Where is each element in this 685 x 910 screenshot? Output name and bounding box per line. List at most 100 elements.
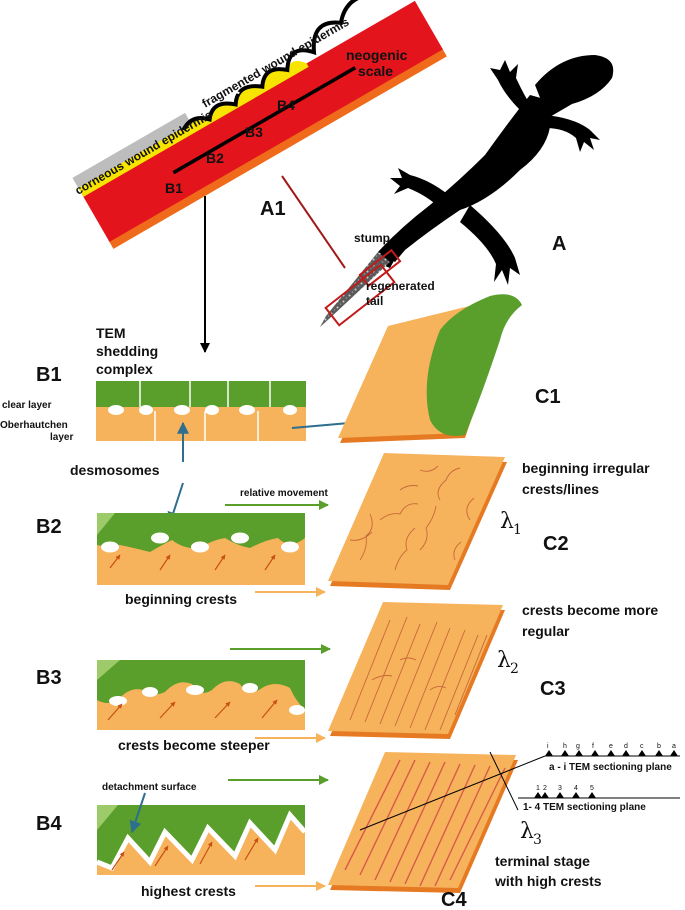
b1-desmosomes — [108, 405, 297, 415]
a1-scale-outline — [181, 0, 405, 131]
panel-c4-id: C4 — [441, 889, 467, 910]
label-neogenic-1: neogenic — [346, 47, 408, 63]
panel-c1: C1 — [338, 294, 561, 443]
b1-oberhautchen-2: layer — [50, 432, 73, 443]
plane-letter: i — [547, 743, 549, 750]
panel-c1-id: C1 — [535, 386, 561, 408]
b1-title-3: complex — [96, 361, 153, 377]
c4-plane-a-label: a - i TEM sectioning plane — [549, 762, 672, 773]
panel-a: stump regenerated tail A — [320, 55, 614, 327]
stage-b1-label: B1 — [165, 180, 183, 196]
panel-b3-id: B3 — [36, 667, 62, 689]
stage-b2-label: B2 — [206, 150, 224, 166]
panel-a1-id: A1 — [260, 198, 286, 220]
panel-b4-id: B4 — [36, 813, 62, 835]
line-a1-to-tail — [281, 175, 346, 269]
c4-plane-1-label: 1- 4 TEM sectioning plane — [523, 802, 646, 813]
c3-tan-plane — [328, 602, 503, 734]
b3-green-layer — [97, 660, 305, 710]
plane-letter: f — [592, 743, 594, 750]
b4-caption: highest crests — [141, 883, 236, 899]
panel-a1: corneous wound epidermis fragmented woun… — [72, 0, 447, 353]
b1-clear-layer: clear layer — [2, 400, 52, 411]
c3-lambda: λ — [497, 648, 511, 673]
panel-b1: B1 TEM shedding complex clear layer Ober… — [0, 325, 374, 525]
a1-orange-edge — [108, 47, 447, 249]
plane-number: 3 — [558, 785, 562, 792]
label-stump: stump — [354, 231, 390, 245]
plane-number: 5 — [590, 785, 594, 792]
c4-plane-1-4 — [489, 751, 519, 811]
b4-detachment-zigzag — [96, 810, 307, 872]
c2-tan-plane — [328, 453, 505, 585]
panel-b4: B4 detachment surface highest crests — [36, 775, 329, 899]
b3-desmosomes — [109, 683, 305, 715]
plane-letter: b — [657, 743, 661, 750]
lizard-silhouette — [375, 55, 614, 285]
b4-light-corner — [97, 805, 118, 830]
label-detachment: detachment surface — [102, 782, 197, 793]
label-regenerated-1: regenerated — [366, 279, 435, 293]
a1-strip — [72, 0, 447, 249]
label-neogenic-2: scale — [358, 63, 393, 79]
panel-c4: i h g f e d c b a a - i TEM sectioning p… — [328, 743, 680, 910]
c2-lambda-sub: 1 — [513, 522, 522, 538]
panel-c2-id: C2 — [543, 533, 569, 555]
c4-text-1: terminal stage — [495, 853, 590, 869]
c3-text-1: crests become more — [522, 602, 658, 618]
arrow-detachment — [129, 792, 146, 834]
panel-c3: crests become more regular λ 2 C3 — [328, 602, 658, 739]
b1-cell-borders — [139, 381, 271, 441]
panel-c3-id: C3 — [540, 678, 566, 700]
c4-plane-a-i — [359, 755, 546, 831]
b2-small-arrows — [109, 554, 276, 571]
tail-box-outer — [324, 263, 396, 327]
b2-desmosomes — [101, 532, 299, 553]
plane-letter: g — [576, 743, 580, 750]
panel-b1-id: B1 — [36, 364, 62, 386]
plane-number: 4 — [574, 785, 578, 792]
plane-letter: c — [640, 743, 644, 750]
label-desmosomes: desmosomes — [70, 462, 160, 478]
panel-b3: B3 crests become steeper — [36, 644, 331, 753]
b3-light-corner — [97, 660, 120, 680]
plane-number: 1 — [536, 785, 540, 792]
plane-letter: h — [563, 743, 567, 750]
plane-letter: e — [609, 743, 613, 750]
label-regenerated-2: tail — [366, 294, 383, 308]
c3-lambda-sub: 2 — [510, 661, 519, 677]
tail-box-inner — [358, 248, 402, 288]
b2-caption: beginning crests — [125, 591, 237, 607]
panel-a-id: A — [552, 233, 566, 255]
c2-text-1: beginning irregular — [522, 460, 650, 476]
c4-text-2: with high crests — [494, 873, 602, 889]
panel-b2: B2 relative movement beginning crests — [36, 488, 329, 607]
b3-caption: crests become steeper — [118, 737, 270, 753]
b1-oberhautchen-1: Oberhautchen — [0, 420, 68, 431]
c4-lambda: λ — [520, 819, 534, 844]
c4-letter-triangles — [545, 750, 678, 756]
c4-number-triangles — [534, 792, 596, 798]
b4-small-arrows — [111, 837, 259, 871]
c1-green-peel — [426, 294, 522, 436]
c3-regular-lines — [349, 616, 488, 731]
c2-lambda: λ — [500, 509, 514, 534]
b1-title-2: shedding — [96, 343, 158, 359]
c4-high-crests — [344, 759, 506, 887]
plane-letter: d — [624, 743, 628, 750]
b1-title-1: TEM — [96, 325, 126, 341]
stage-b3-label: B3 — [245, 124, 263, 140]
b2-light-corner — [97, 513, 115, 535]
b1-tan-layer — [96, 407, 306, 441]
a1-yellow-layer — [78, 61, 309, 197]
b3-small-arrows — [107, 699, 278, 721]
label-relative-movement: relative movement — [240, 488, 328, 499]
panel-c2: beginning irregular crests/lines λ 1 C2 — [328, 453, 650, 590]
c3-text-2: regular — [522, 623, 570, 639]
panel-b2-id: B2 — [36, 516, 62, 538]
plane-number: 2 — [543, 785, 547, 792]
c4-lambda-sub: 3 — [533, 832, 542, 848]
a1-gray-layer — [72, 112, 192, 189]
a1-fragments — [228, 42, 296, 100]
